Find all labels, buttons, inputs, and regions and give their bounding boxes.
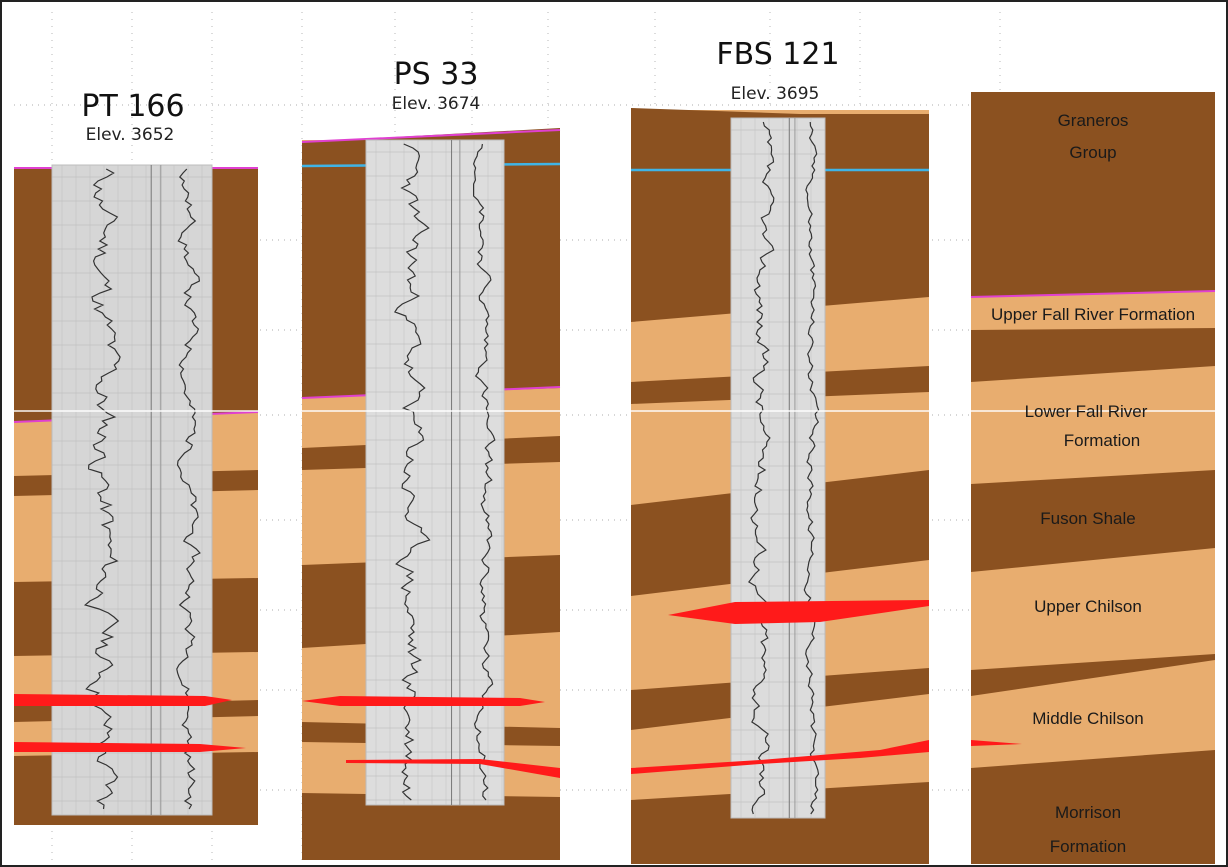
log-trace xyxy=(366,140,504,805)
unit-label-morrison-2: Formation xyxy=(1050,837,1127,856)
well-column-pt166 xyxy=(13,164,259,825)
shale-morrison xyxy=(631,782,929,864)
sand-marker-2 xyxy=(631,740,929,774)
unit-label-lower-fall-river-2: Formation xyxy=(1064,431,1141,450)
sand-marker-1 xyxy=(302,696,545,706)
unit-label-fuson: Fuson Shale xyxy=(1040,509,1135,528)
log-strip xyxy=(365,139,505,806)
dotted-grid xyxy=(14,12,1215,862)
shale-morrison xyxy=(302,793,560,860)
unit-labels: Graneros Group Upper Fall River Formatio… xyxy=(991,111,1195,856)
sand-marker-2 xyxy=(14,742,246,752)
unit-upper-fall-river-shale xyxy=(971,328,1215,382)
log-strip xyxy=(730,117,826,819)
log-trace xyxy=(731,118,825,818)
well-header-fbs121: FBS 121 Elev. 3695 xyxy=(716,37,839,104)
pick-line-fall-river xyxy=(970,290,1216,298)
well-elevation: Elev. 3695 xyxy=(731,84,820,104)
unit-label-upper-chilson: Upper Chilson xyxy=(1034,597,1142,616)
log-trace xyxy=(52,165,212,815)
unit-label-graneros-1: Graneros xyxy=(1058,111,1129,130)
well-name: PT 166 xyxy=(81,89,184,124)
pick-line-top xyxy=(301,129,561,143)
sand-marker-1 xyxy=(14,694,232,706)
sand-marker-1 xyxy=(668,600,929,624)
unit-label-lower-fall-river-1: Lower Fall River xyxy=(1025,402,1148,421)
unit-graneros xyxy=(971,92,1215,297)
well-header-ps33: PS 33 Elev. 3674 xyxy=(392,57,481,114)
well-name: FBS 121 xyxy=(716,37,839,72)
sand-marker-2 xyxy=(346,759,560,778)
unit-middle-chilson-shale xyxy=(971,654,1215,696)
well-name: PS 33 xyxy=(394,57,479,92)
unit-morrison xyxy=(971,750,1215,864)
well-elevation: Elev. 3652 xyxy=(86,125,175,145)
unit-fuson-shale xyxy=(971,470,1215,572)
unit-legend-column xyxy=(970,92,1216,864)
well-header-pt166: PT 166 Elev. 3652 xyxy=(81,89,184,145)
well-elevation: Elev. 3674 xyxy=(392,94,481,114)
unit-label-morrison-1: Morrison xyxy=(1055,803,1121,822)
unit-label-upper-fall-river: Upper Fall River Formation xyxy=(991,305,1195,324)
unit-label-graneros-2: Group xyxy=(1069,143,1116,162)
unit-label-middle-chilson: Middle Chilson xyxy=(1032,709,1144,728)
sand-marker xyxy=(971,740,1022,746)
well-column-ps33 xyxy=(301,128,561,860)
well-column-fbs121 xyxy=(631,108,929,864)
